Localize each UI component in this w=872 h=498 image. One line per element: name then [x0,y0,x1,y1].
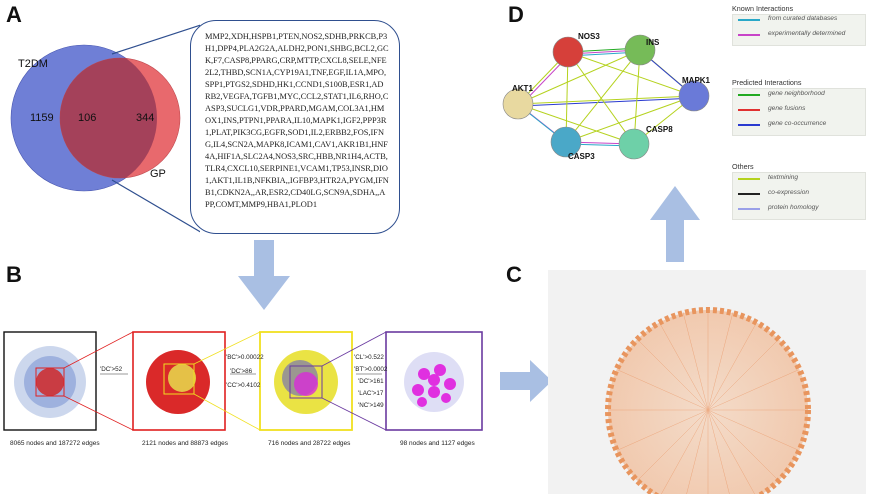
ppi-node-nos3 [552,36,584,68]
caption-network-1: 8065 nodes and 187272 edges [10,440,100,447]
ppi-node-casp8 [618,128,650,160]
filter-step2-1: 'BC'>0.00022 [226,354,264,361]
ppi-label-casp3: CASP3 [568,152,595,161]
connector-line-bottom [111,179,200,233]
panel-label-b: B [6,262,22,287]
legend-others-item-2: co-expression [768,189,810,196]
legend-others-item-1: textmining [768,174,799,181]
arrow-right [500,360,552,402]
legend-known-item-1: from curated databases [768,15,838,22]
ppi-node-casp3 [550,126,582,158]
venn-count-intersection: 106 [78,112,97,124]
network-cloud-3 [274,350,338,414]
legend-others-item-3: protein homology [768,204,819,211]
filter-step3-1: 'CL'>0.522 [354,354,384,361]
legend-predicted-item-3: gene co-occurrence [768,120,827,127]
gene-list-text: MMP2,XDH,HSPB1,PTEN,NOS2,SDHB,PRKCB,P3H1… [205,32,389,209]
venn-label-t2dm: T2DM [18,58,48,70]
network-edges [608,310,808,494]
filter-step3-5: 'NC'>149 [358,402,384,409]
ppi-node-akt1 [502,88,534,120]
legend-predicted-title: Predicted Interactions [732,78,802,87]
connector-line-top [111,24,200,55]
legend-others-title: Others [732,162,754,171]
ppi-label-casp8: CASP8 [646,125,673,134]
legend-predicted-item-2: gene fusions [768,105,806,112]
network-cloud-2 [146,350,210,414]
network-cloud-4 [404,352,464,412]
ppi-label-nos3: NOS3 [578,32,600,41]
venn-count-left: 1159 [30,112,54,124]
filter-step2-3: 'CC'>0.4102 [226,382,261,389]
panel-label-d: D [508,2,524,27]
venn-intersection-region [60,58,157,178]
legend-line-experimental [738,34,760,36]
filter-step3-2: 'BT'>0.0002 [354,366,388,373]
legend-known-item-2: experimentally determined [768,30,846,37]
ppi-network [502,34,710,160]
legend-predicted-item-1: gene neighborhood [768,90,825,97]
filter-step3-4: 'LAC'>17 [358,390,384,397]
filter-step3-3: 'DC'>161 [358,378,384,385]
caption-network-4: 98 nodes and 1127 edges [400,440,475,447]
circular-network [605,307,811,494]
network-filter-pipeline [3,331,483,431]
legend-others-box [732,172,866,220]
venn-count-right: 344 [136,112,155,124]
legend-line-coexpression [738,193,760,195]
filter-step2-2: 'DC'>86 [230,368,253,375]
legend-line-textmining [738,178,760,180]
ppi-node-mapk1 [678,80,710,112]
legend-line-curated [738,19,760,21]
network-cloud-1 [14,346,86,418]
legend-line-cooccurrence [738,124,760,126]
legend-predicted-box [732,88,866,136]
ppi-label-akt1: AKT1 [512,84,533,93]
arrow-up [650,186,700,262]
panel-label-a: A [6,2,22,27]
ppi-label-ins: INS [646,38,660,47]
caption-network-2: 2121 nodes and 88873 edges [142,440,229,447]
ppi-node-ins [624,34,656,66]
filter-step1-1: 'DC'>52 [100,366,123,373]
legend-known-title: Known Interactions [732,4,794,13]
panel-label-c: C [506,262,522,287]
network-node-ring [605,307,811,494]
gene-list-box: MMP2,XDH,HSPB1,PTEN,NOS2,SDHB,PRKCB,P3H1… [190,20,400,234]
ppi-label-mapk1: MAPK1 [682,76,711,85]
arrow-down [238,240,290,310]
venn-label-gp: GP [150,168,166,180]
venn-diagram [10,24,200,233]
caption-network-3: 716 nodes and 28722 edges [268,440,351,447]
legend-line-neighborhood [738,94,760,96]
legend-line-fusions [738,109,760,111]
legend-line-homology [738,208,760,210]
